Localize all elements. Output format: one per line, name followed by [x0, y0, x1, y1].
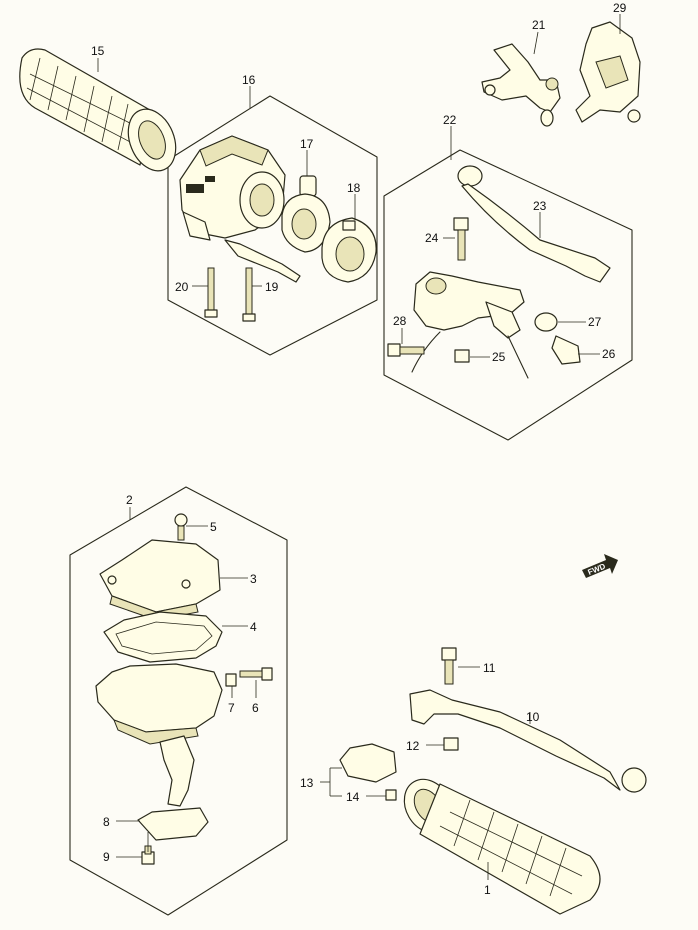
callout-23: 23 — [533, 199, 547, 213]
callout-labels: 15 16 17 18 19 20 21 29 22 23 24 25 26 2… — [91, 1, 627, 897]
screw-part-6 — [239, 667, 273, 681]
callout-29: 29 — [613, 1, 627, 15]
screw-part-5 — [174, 513, 188, 541]
washer-part-27 — [534, 312, 558, 332]
throttle-cable-guide-part-17 — [281, 175, 331, 253]
callout-28: 28 — [393, 314, 407, 328]
callout-19: 19 — [265, 280, 279, 294]
gasket-part-4 — [103, 611, 223, 663]
callout-18: 18 — [347, 181, 361, 195]
callout-3: 3 — [250, 572, 257, 586]
callout-1: 1 — [484, 883, 491, 897]
bolt-part-11 — [441, 647, 457, 685]
callout-20: 20 — [175, 280, 189, 294]
leader-lines — [97, 14, 621, 880]
grip-right-part-1 — [403, 778, 601, 915]
callout-9: 9 — [103, 850, 110, 864]
screw-part-19 — [242, 267, 256, 322]
bolt-part-24 — [453, 217, 469, 261]
lever-part-10 — [409, 689, 647, 793]
callout-5: 5 — [210, 520, 217, 534]
callout-21: 21 — [532, 18, 546, 32]
callout-12: 12 — [406, 739, 420, 753]
callout-14: 14 — [346, 790, 360, 804]
callout-26: 26 — [602, 347, 616, 361]
callout-4: 4 — [250, 620, 257, 634]
lever-part-23 — [457, 165, 611, 283]
callout-13: 13 — [300, 776, 314, 790]
clutch-bracket-housing — [411, 271, 529, 379]
group-box-22 — [383, 149, 633, 441]
cover-part-3 — [99, 539, 221, 621]
adjuster-part-26 — [551, 335, 581, 365]
callout-2: 2 — [126, 493, 133, 507]
callout-6: 6 — [252, 701, 259, 715]
switch-body-part-2 — [95, 663, 223, 841]
group-box-2 — [69, 486, 288, 916]
switch-part-13 — [339, 743, 397, 783]
callout-16: 16 — [242, 73, 256, 87]
callout-17: 17 — [300, 137, 314, 151]
group-box-16 — [167, 95, 378, 356]
callout-27: 27 — [588, 315, 602, 329]
bolt-part-28 — [387, 343, 425, 357]
holder-part-29 — [575, 21, 641, 123]
nut-part-25 — [454, 349, 470, 363]
callout-22: 22 — [443, 113, 457, 127]
switch-cover-part-18 — [321, 217, 377, 283]
clamp-part-21 — [481, 43, 561, 127]
screw-part-14 — [385, 789, 397, 801]
callout-10: 10 — [526, 710, 540, 724]
callout-11: 11 — [483, 661, 496, 675]
screw-part-20 — [204, 267, 218, 318]
grip-left-part-15 — [19, 48, 177, 172]
callout-7: 7 — [228, 701, 235, 715]
nut-part-7 — [225, 673, 237, 687]
switch-housing-part-16 — [179, 135, 301, 283]
callout-25: 25 — [492, 350, 506, 364]
fwd-direction-arrow: FWD — [582, 554, 618, 578]
callout-15: 15 — [91, 44, 105, 58]
fwd-label: FWD — [587, 562, 607, 577]
callout-8: 8 — [103, 815, 110, 829]
callout-24: 24 — [425, 231, 439, 245]
nut-part-12 — [443, 737, 459, 751]
